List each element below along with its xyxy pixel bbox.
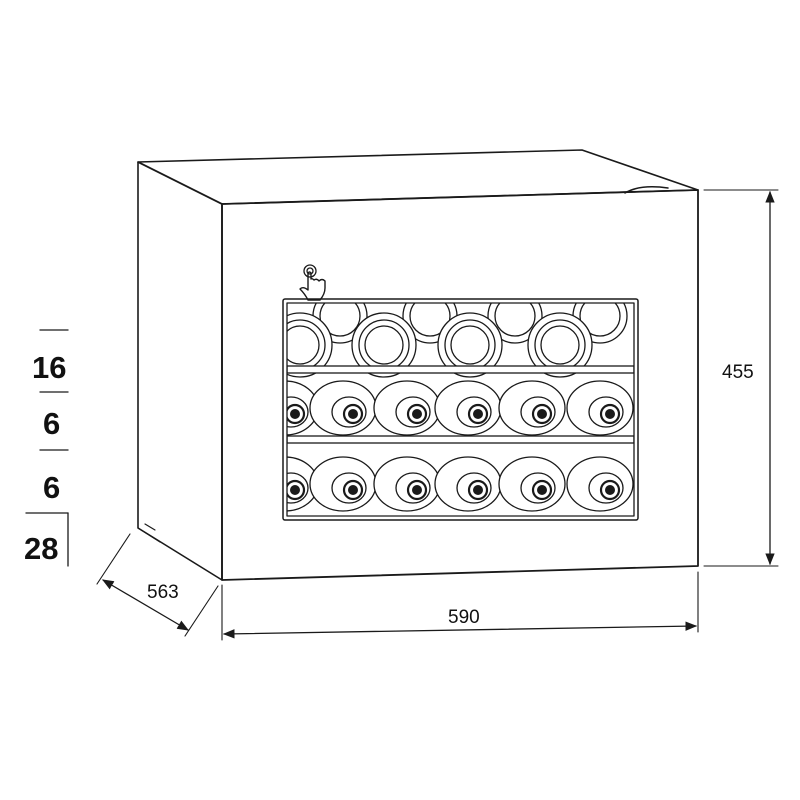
capacity-total: 28: [24, 531, 58, 566]
depth-dimension: 563: [96, 533, 219, 637]
bottle-neck: [498, 456, 566, 512]
capacity-shelf-3: 6: [43, 470, 60, 505]
bottle-base: [527, 312, 593, 378]
capacity-shelf-2: 6: [43, 406, 60, 441]
capacity-shelf-1: 16: [32, 350, 66, 385]
door-handle: [624, 186, 669, 194]
width-dimension: 590: [221, 571, 699, 641]
bottle-neck: [566, 380, 634, 436]
bottle-neck: [566, 456, 634, 512]
bottle-neck: [373, 380, 441, 436]
bottle-neck: [287, 456, 319, 512]
cabinet-side: [137, 161, 223, 581]
capacity-summary: 16 6 6 28: [24, 329, 69, 567]
bottle-base: [351, 312, 417, 378]
bottle-neck: [287, 380, 319, 436]
window-frame: [282, 298, 639, 521]
window-inner-edge: [286, 302, 635, 517]
bottle-neck: [309, 456, 377, 512]
cabinet-door: [221, 186, 699, 581]
shelf: [287, 365, 634, 374]
depth-label: 563: [147, 582, 179, 603]
shelf: [287, 435, 634, 444]
cabinet-top: [137, 149, 699, 205]
width-label: 590: [448, 607, 480, 628]
bottle-neck: [373, 456, 441, 512]
bottle-neck: [434, 380, 502, 436]
bottle-neck: [434, 456, 502, 512]
height-dimension: 455: [703, 189, 779, 567]
door-window: [282, 298, 639, 521]
bottle-base: [487, 303, 543, 344]
height-label: 455: [722, 362, 754, 383]
bottle-neck: [498, 380, 566, 436]
bottle-neck: [309, 380, 377, 436]
bottle-base: [437, 312, 503, 378]
touch-hand-icon: [299, 264, 326, 301]
